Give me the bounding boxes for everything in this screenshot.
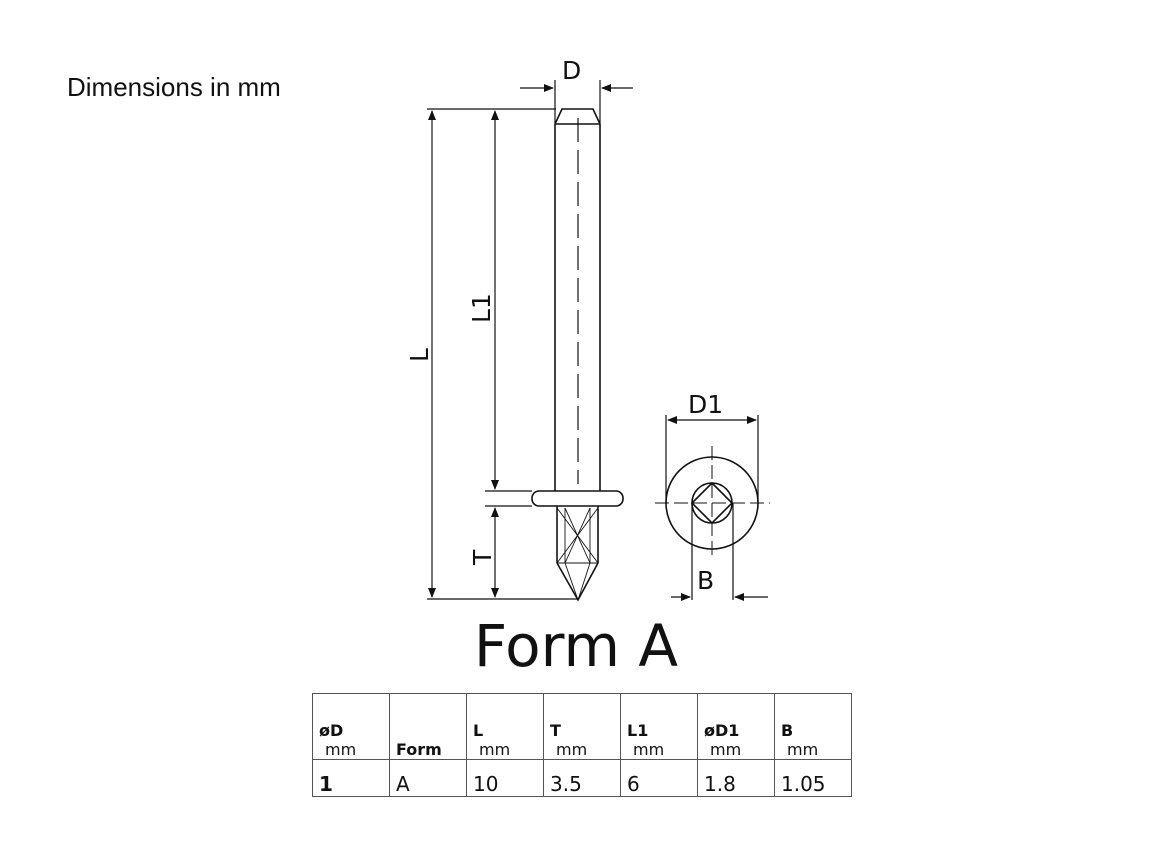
cell-diameter: 1	[312, 759, 390, 797]
header-L1: L1 mm	[620, 693, 698, 760]
label-T: T	[468, 549, 497, 566]
table-header-row: øD mm Form L mm T mm L1 mm øD1 mm B mm	[312, 693, 852, 760]
dimensions-table: øD mm Form L mm T mm L1 mm øD1 mm B mm 1…	[312, 693, 852, 797]
label-D1: D1	[688, 390, 723, 419]
pin-key-hatch	[556, 507, 599, 564]
pin-chamfer	[554, 108, 601, 125]
cell-L1: 6	[620, 759, 698, 797]
pin-side-view	[531, 108, 624, 602]
dimensions-caption: Dimensions in mm	[67, 72, 281, 102]
header-form: Form	[389, 693, 467, 760]
header-L: L mm	[466, 693, 544, 760]
pin-point	[556, 562, 599, 602]
cell-B: 1.05	[774, 759, 852, 797]
header-B: B mm	[774, 693, 852, 760]
dimension-lines	[427, 80, 633, 600]
pin-end-view	[655, 446, 770, 560]
label-B: B	[697, 566, 714, 595]
label-L: L	[405, 348, 434, 362]
cell-T: 3.5	[543, 759, 621, 797]
header-T: T mm	[543, 693, 621, 760]
label-D: D	[562, 56, 581, 85]
header-D1: øD1 mm	[697, 693, 775, 760]
end-view-centerlines	[655, 446, 770, 560]
end-view-dimension-lines	[665, 415, 768, 601]
form-title: Form A	[473, 612, 679, 680]
table-row: 1 A 10 3.5 6 1.8 1.05	[312, 759, 852, 797]
cell-D1: 1.8	[697, 759, 775, 797]
cell-L: 10	[466, 759, 544, 797]
pin-collar	[531, 490, 624, 507]
cell-form: A	[389, 759, 467, 797]
header-diameter: øD mm	[312, 693, 390, 760]
label-L1: L1	[467, 293, 496, 323]
